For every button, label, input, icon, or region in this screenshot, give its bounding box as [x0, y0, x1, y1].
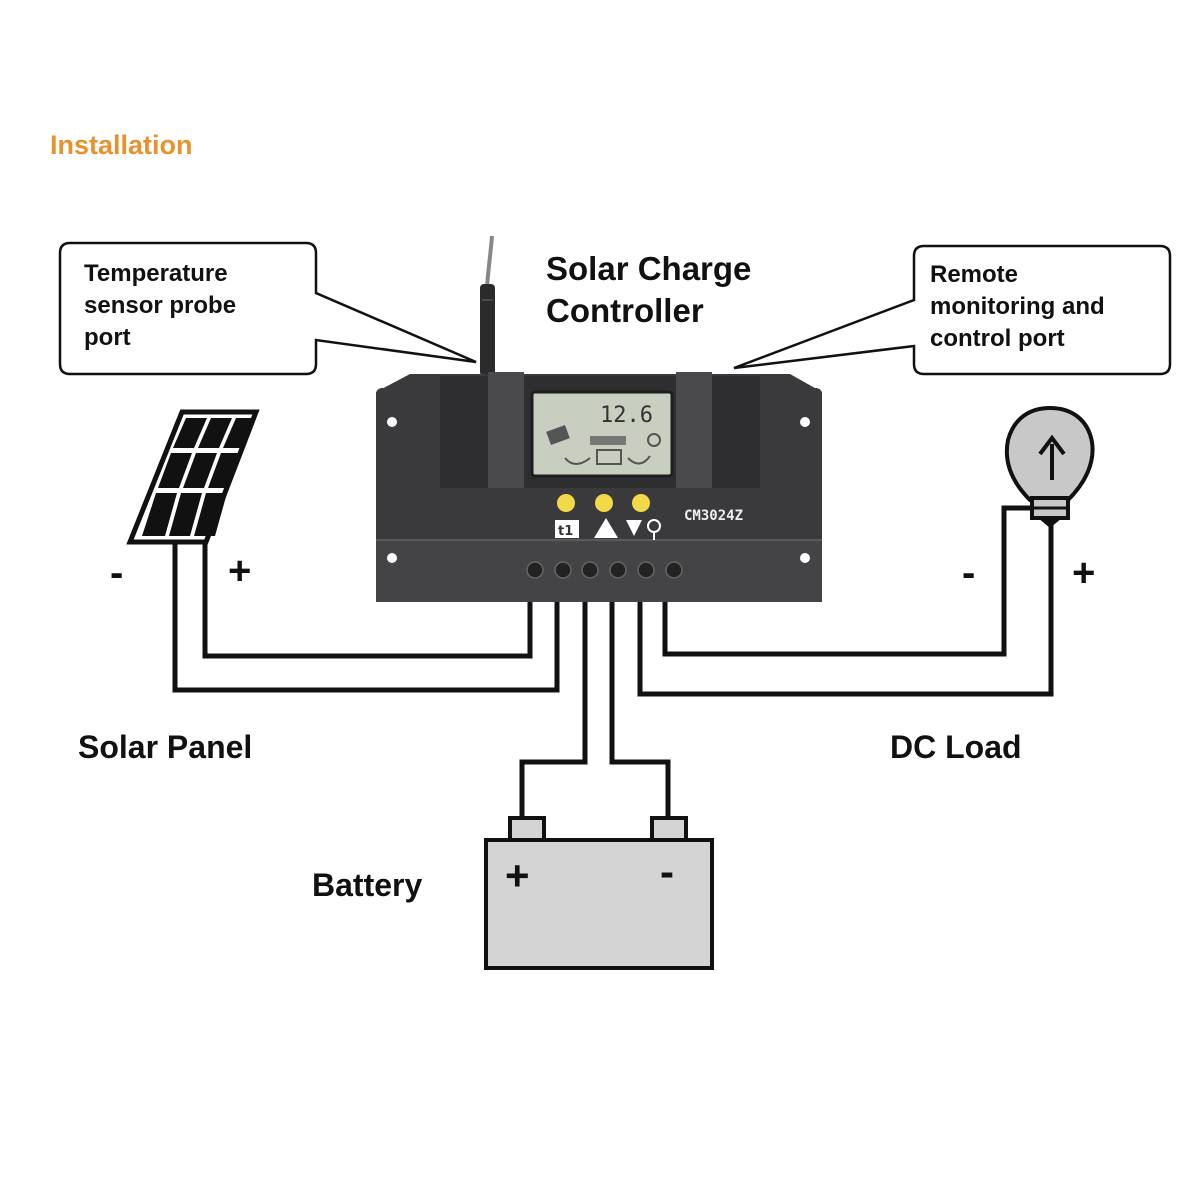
battery-plus-sign: + [505, 852, 530, 899]
wire-solar-negative [172, 540, 560, 693]
lightbulb-icon [1004, 405, 1095, 528]
terminal-screw-5 [637, 561, 655, 579]
up-arrow-icon [594, 518, 618, 538]
solar-panel-label: Solar Panel [78, 729, 252, 765]
page-title: Installation [50, 130, 193, 160]
remote-line3: control port [930, 325, 1065, 352]
load-minus-sign: - [962, 551, 975, 595]
terminal-screw-3 [581, 561, 599, 579]
mount-hole-tl [387, 417, 397, 427]
controller-title-line2: Controller [546, 292, 704, 329]
solar-minus-sign: - [110, 551, 123, 595]
wire-load-positive [637, 520, 1054, 697]
mount-hole-br [800, 553, 810, 563]
charge-controller: 12.6 t1 CM3024Z [376, 372, 822, 602]
down-arrow-icon [626, 520, 642, 536]
temp-sensor-line3: port [84, 324, 131, 351]
temperature-probe-cable [480, 235, 495, 376]
controller-title-line1: Solar Charge [546, 250, 751, 287]
wire-load-negative [662, 505, 1036, 657]
wire-solar-positive [202, 540, 533, 659]
svg-text:t1: t1 [558, 524, 573, 539]
lcd-reading: 12.6 [600, 403, 653, 428]
temp-sensor-line2: sensor probe [84, 292, 236, 319]
timer-icon [555, 520, 579, 538]
battery-icon [484, 816, 714, 970]
terminal-screw-1 [526, 561, 544, 579]
dc-load-label: DC Load [890, 729, 1022, 765]
button-middle[interactable] [595, 494, 613, 512]
wire-battery-positive [519, 600, 588, 818]
terminal-screw-2 [554, 561, 572, 579]
button-left[interactable] [557, 494, 575, 512]
temp-sensor-line1: Temperature [84, 260, 228, 287]
remote-line1: Remote [930, 261, 1018, 288]
mount-hole-bl [387, 553, 397, 563]
terminal-screw-4 [609, 561, 627, 579]
terminal-block [526, 561, 683, 579]
temp-sensor-callout: Temperature sensor probe port [58, 241, 477, 376]
wire-battery-negative [609, 600, 671, 818]
battery-label: Battery [312, 867, 422, 903]
lcd-screen [530, 390, 674, 478]
battery-minus-sign: - [660, 848, 674, 895]
remote-callout: Remote monitoring and control port [733, 244, 1172, 376]
remote-line2: monitoring and [930, 293, 1105, 320]
mount-hole-tr [800, 417, 810, 427]
wires [172, 505, 1054, 818]
terminal-screw-6 [665, 561, 683, 579]
solar-panel [126, 409, 260, 545]
load-plus-sign: + [1072, 551, 1095, 595]
solar-plus-sign: + [228, 549, 251, 593]
button-right[interactable] [632, 494, 650, 512]
model-label: CM3024Z [684, 508, 743, 524]
